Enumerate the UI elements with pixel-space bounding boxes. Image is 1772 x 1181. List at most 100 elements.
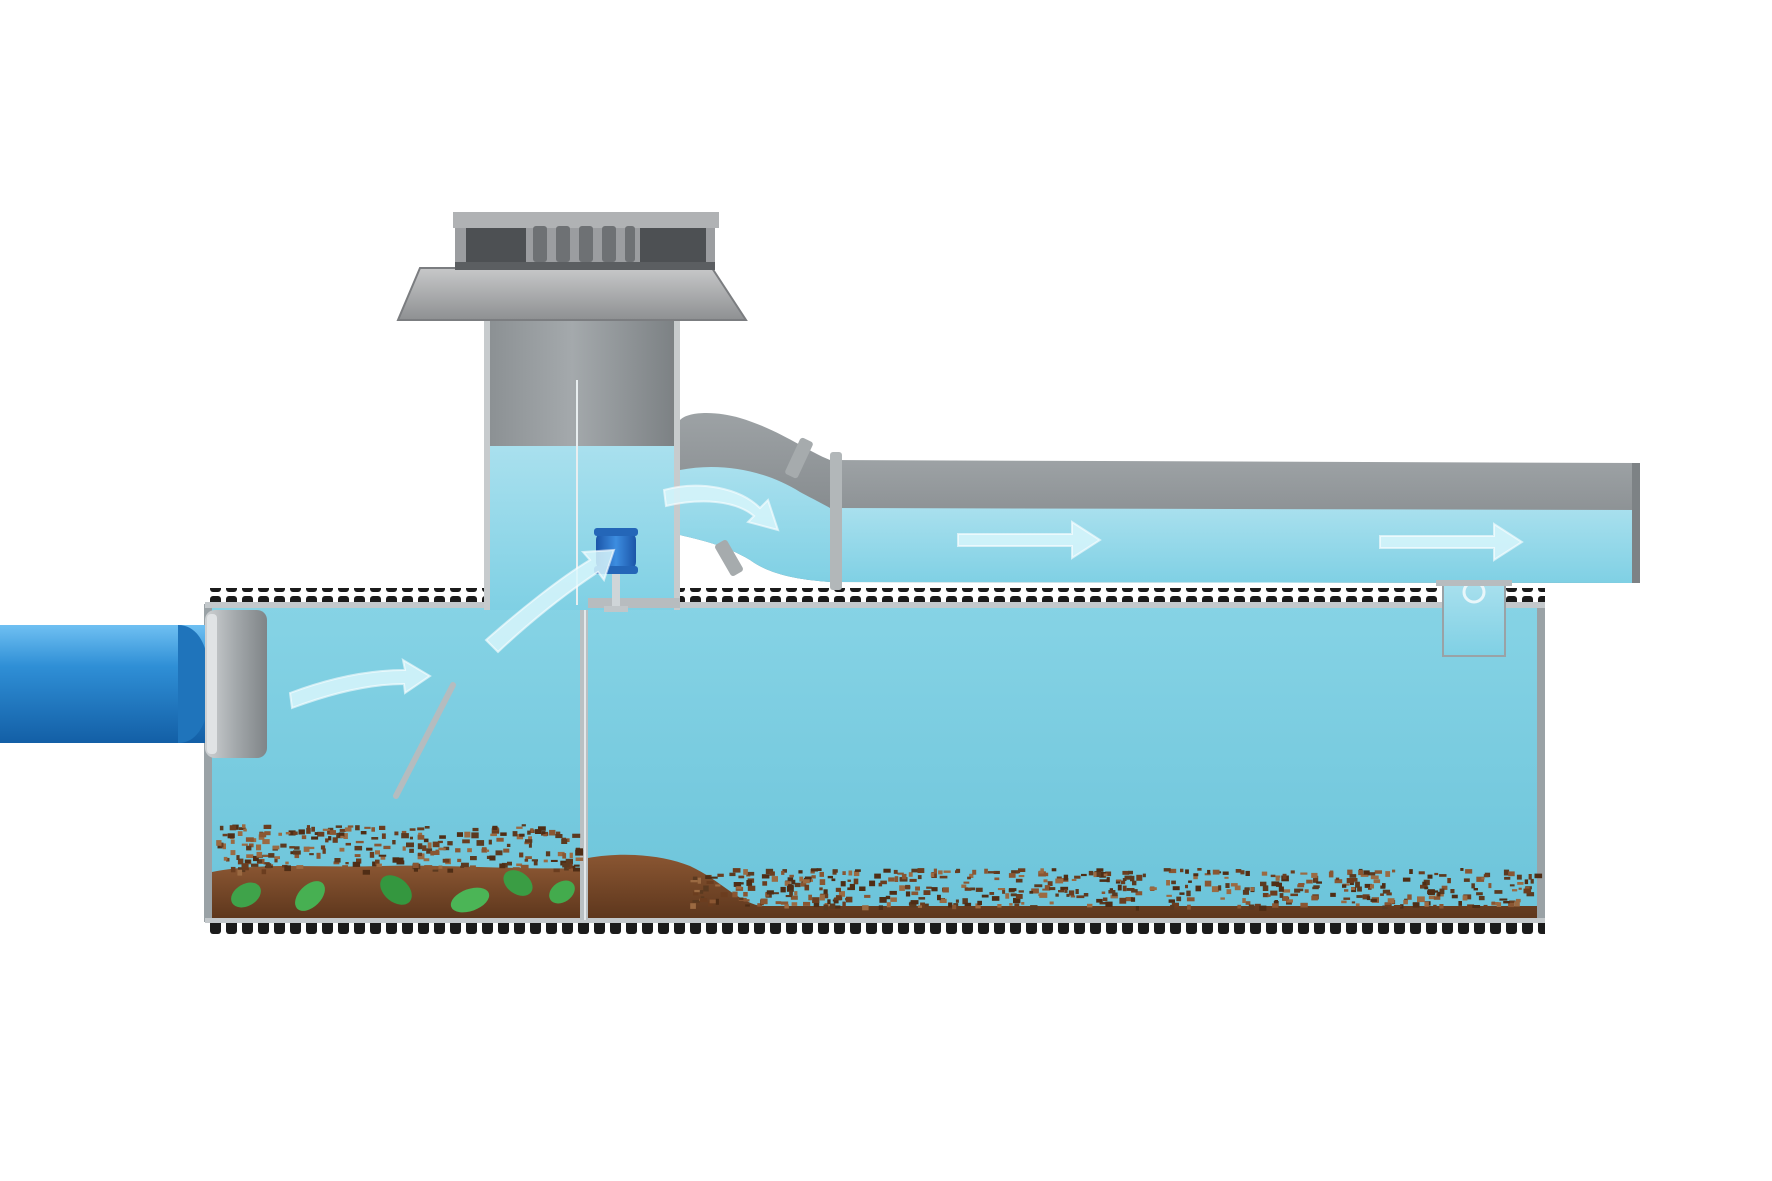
sediment-speck (1207, 869, 1211, 875)
sediment-speck (1364, 883, 1372, 888)
sediment-speck (402, 846, 406, 851)
sediment-speck (1088, 870, 1094, 876)
sediment-speck (506, 843, 511, 847)
sediment-speck (1346, 878, 1355, 884)
sediment-speck (1363, 870, 1370, 875)
sediment-speck (1368, 887, 1372, 890)
sediment-speck (1298, 883, 1305, 886)
sediment-speck (1197, 868, 1202, 871)
sediment-speck (256, 851, 263, 858)
sediment-speck (1076, 895, 1085, 899)
sediment-speck (1494, 890, 1503, 894)
sediment-speck (355, 825, 360, 831)
sediment-speck (572, 833, 581, 838)
sediment-speck (538, 826, 546, 831)
sediment-speck (1382, 889, 1391, 894)
sediment-speck (1180, 868, 1184, 873)
sediment-speck (1450, 889, 1455, 894)
sediment-speck (765, 892, 770, 897)
sediment-speck (1373, 879, 1381, 884)
sediment-speck (1343, 897, 1351, 900)
sediment-speck (500, 832, 507, 836)
sediment-speck (869, 880, 876, 887)
sediment-speck (1108, 890, 1116, 894)
sediment-speck (274, 856, 280, 860)
sediment-speck (362, 869, 370, 875)
sediment-speck (1021, 902, 1025, 905)
sediment-speck (261, 869, 267, 875)
sediment-speck (915, 886, 920, 891)
sediment-speck (545, 851, 551, 857)
sediment-speck (1349, 874, 1357, 878)
sediment-speck (790, 895, 798, 900)
sediment-speck (1117, 884, 1122, 891)
sediment-speck (417, 827, 425, 831)
sediment-speck (241, 863, 249, 869)
sediment-speck (417, 852, 422, 857)
sediment-speck (692, 876, 698, 881)
sediment-speck (1392, 869, 1396, 873)
sediment-speck (1058, 890, 1065, 893)
sediment-speck (565, 858, 573, 865)
sediment-speck (1112, 892, 1118, 897)
sediment-speck (456, 832, 463, 837)
sediment-speck (1427, 874, 1433, 879)
tank-left-wall (204, 604, 212, 922)
sediment-speck (1509, 900, 1516, 903)
sediment-speck (1171, 880, 1176, 885)
sediment-speck (417, 843, 423, 850)
sediment-speck (880, 880, 887, 885)
sediment-speck (717, 873, 724, 877)
sediment-speck (963, 881, 970, 884)
sediment-speck (435, 849, 439, 855)
tank-bottom-ribs (205, 920, 1545, 938)
sediment-speck (1476, 892, 1483, 896)
sediment-speck (427, 842, 432, 849)
sediment-speck (223, 856, 228, 861)
coupling-highlight (207, 614, 217, 754)
sediment-speck (984, 868, 988, 874)
sediment-speck (780, 901, 789, 905)
flow-arrow-icon (484, 548, 616, 654)
sediment-speck (1518, 887, 1522, 890)
sediment-speck (325, 838, 329, 843)
sediment-speck (256, 859, 263, 864)
sediment-speck (838, 891, 845, 897)
sediment-speck (953, 903, 959, 907)
sediment-speck (834, 905, 841, 909)
sediment-speck (1344, 889, 1349, 892)
sediment-speck (1136, 874, 1143, 881)
sediment-speck (905, 884, 911, 890)
sediment-speck (803, 901, 811, 906)
sediment-speck (1262, 893, 1269, 898)
sediment-speck (955, 899, 959, 903)
sediment-speck (345, 862, 349, 865)
sediment-speck (1478, 896, 1485, 901)
sediment-speck (1276, 882, 1282, 887)
sediment-speck (423, 838, 429, 843)
overflow-hood (1442, 581, 1506, 657)
sediment-speck (1300, 872, 1308, 875)
sediment-speck (732, 868, 741, 873)
sediment-speck (890, 897, 897, 902)
sediment-speck (835, 887, 841, 892)
sediment-speck (1306, 879, 1313, 884)
sediment-speck (285, 861, 289, 865)
sediment-speck (557, 851, 565, 857)
sediment-speck (1128, 870, 1133, 875)
sediment-speck (993, 870, 1000, 874)
sediment-speck (789, 890, 793, 896)
sediment-speck (1193, 873, 1199, 877)
sediment-speck (1267, 894, 1271, 897)
sediment-speck (1433, 896, 1441, 900)
sediment-speck (467, 848, 472, 853)
sediment-speck (1508, 902, 1514, 908)
flow-arrows (288, 484, 1524, 710)
sediment-speck (961, 884, 967, 888)
sediment-speck (1504, 876, 1511, 880)
sediment-speck (1259, 905, 1267, 911)
sediment-speck (1385, 871, 1391, 877)
sediment-speck (222, 833, 228, 837)
sediment-speck (1063, 874, 1069, 881)
sediment-speck (1049, 901, 1054, 905)
